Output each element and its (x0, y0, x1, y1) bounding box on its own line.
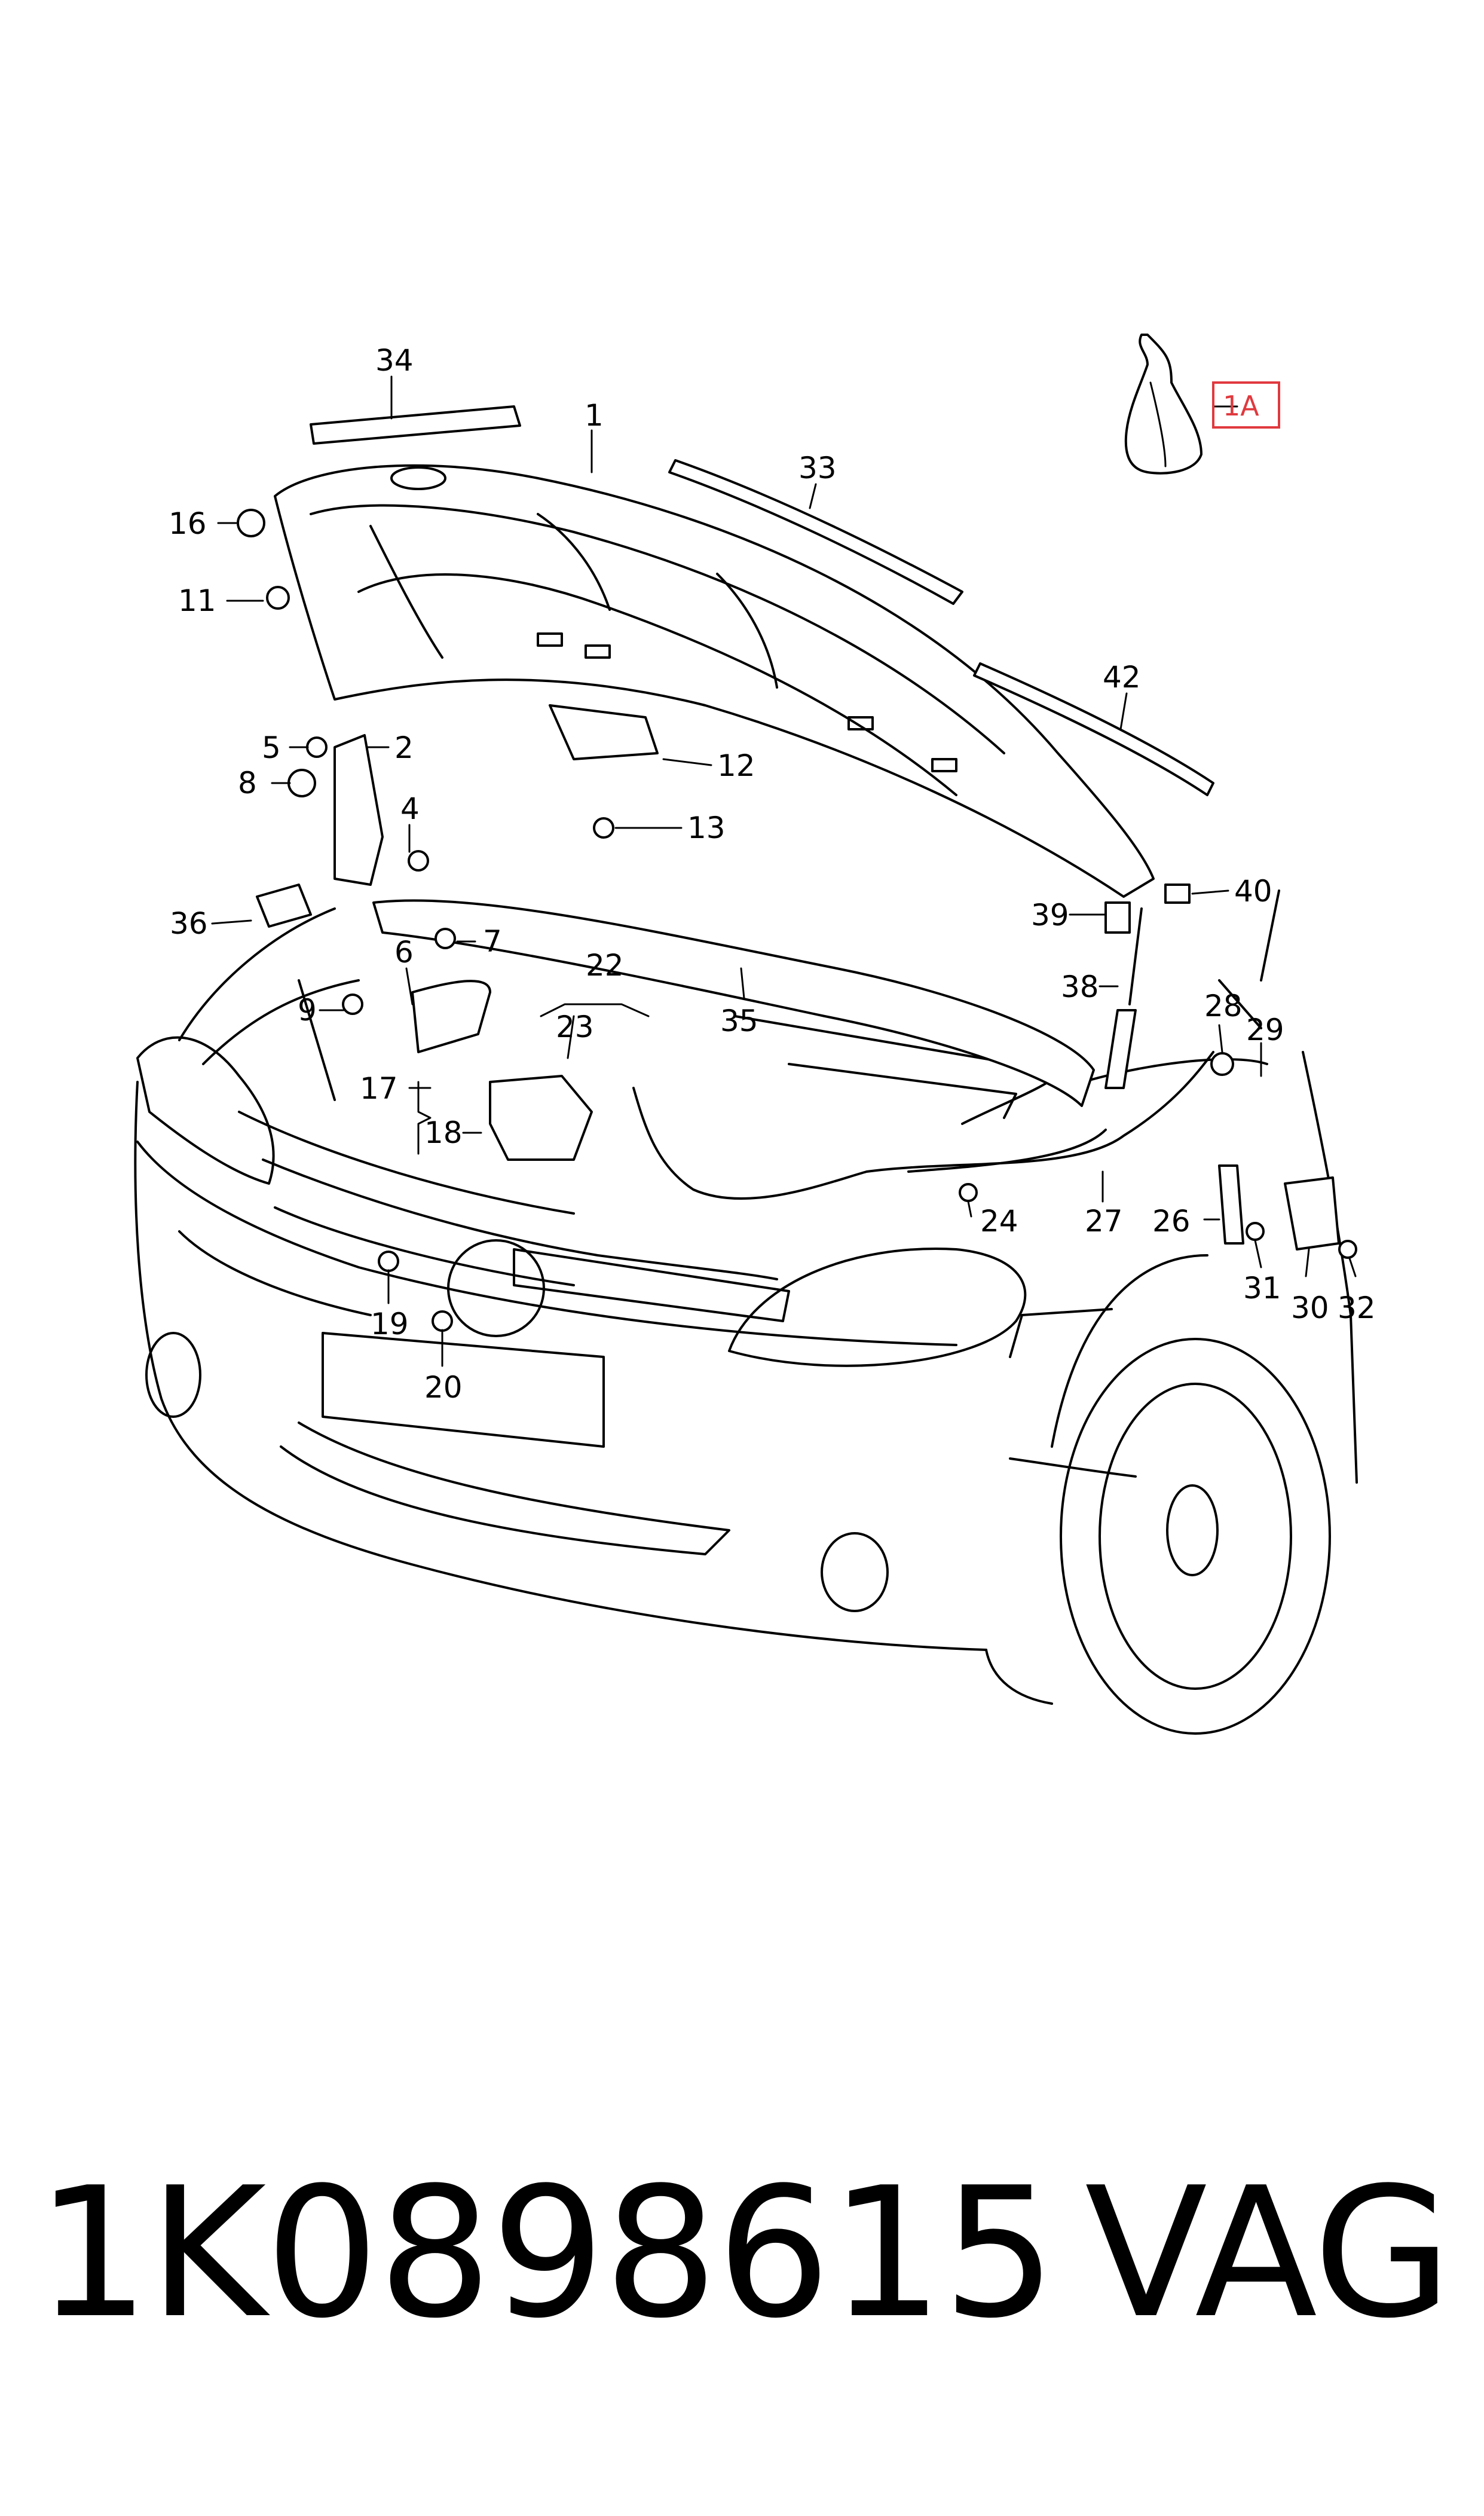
callout-1A-box (1212, 381, 1280, 429)
release-cable (632, 1051, 1214, 1200)
callout-20: 20 (424, 1370, 463, 1405)
callout-29: 29 (1246, 1013, 1284, 1047)
callout-34: 34 (375, 343, 414, 378)
callout-23: 23 (556, 1010, 594, 1044)
callout-22: 22 (586, 948, 624, 983)
callout-35: 35 (720, 1004, 758, 1038)
clip-32 (1338, 1240, 1357, 1259)
callout-30: 30 (1291, 1291, 1329, 1325)
footer: 1K0898615 VAG (0, 2128, 1484, 2367)
bolt-31 (1246, 1222, 1265, 1241)
brand-name: VAG (1085, 2149, 1452, 2358)
seal-strip-42 (973, 662, 1214, 796)
cable-holder-30 (1284, 1176, 1340, 1251)
callout-labels: 34 1 33 16 11 5 8 2 4 12 13 42 1A 36 7 6… (169, 343, 1376, 1405)
bolt-9 (342, 993, 363, 1015)
bracket-36 (256, 883, 312, 928)
buffer-8 (287, 769, 316, 797)
bag-1A (1124, 334, 1203, 475)
bracket-6 (411, 980, 491, 1053)
latch-17 (489, 1075, 593, 1161)
strut-mount-39 (1104, 901, 1131, 934)
hinge-2 (333, 734, 384, 886)
nut-7 (435, 928, 456, 949)
callout-28: 28 (1204, 989, 1243, 1023)
callout-38: 38 (1061, 970, 1099, 1004)
callout-33: 33 (798, 451, 837, 485)
clip-16 (237, 509, 265, 537)
callout-42: 42 (1103, 660, 1141, 695)
callout-13: 13 (687, 811, 726, 845)
part-number: 1K0898615 (36, 2149, 1057, 2358)
callout-31: 31 (1243, 1271, 1281, 1306)
clip-11 (266, 586, 290, 610)
gas-strut-38 (1128, 907, 1143, 1005)
callout-40: 40 (1234, 874, 1272, 909)
callout-1: 1 (585, 398, 604, 433)
callout-36: 36 (170, 906, 208, 941)
insulation-mat-35 (372, 899, 1095, 1107)
bolt-19 (378, 1251, 399, 1272)
callout-17: 17 (360, 1071, 398, 1106)
callout-7: 7 (483, 924, 502, 959)
seal-strip-33 (668, 459, 963, 605)
callout-16: 16 (169, 506, 207, 541)
callout-9: 9 (298, 993, 317, 1028)
callout-27: 27 (1085, 1204, 1123, 1239)
bolt-4 (408, 850, 429, 872)
callout-24: 24 (980, 1204, 1018, 1239)
leader-lines (211, 375, 1357, 1367)
seal-strip-34 (310, 405, 521, 445)
callout-2: 2 (394, 730, 414, 765)
clip-40 (1164, 883, 1191, 904)
callout-18: 18 (424, 1115, 463, 1150)
callout-12: 12 (717, 748, 755, 783)
hood-panel (274, 464, 1155, 898)
callout-26: 26 (1152, 1204, 1191, 1239)
handle-12 (549, 704, 659, 760)
callout-11: 11 (178, 583, 216, 618)
grommet-28 (1210, 1052, 1234, 1076)
callout-39: 39 (1031, 898, 1069, 933)
callout-8: 8 (238, 766, 257, 800)
bolt-13 (593, 817, 614, 839)
clip-24 (959, 1183, 978, 1202)
callout-6: 6 (394, 935, 414, 970)
callout-5: 5 (262, 730, 281, 765)
handle-26 (1218, 1164, 1244, 1245)
nut-5 (306, 736, 328, 758)
bolt-20 (432, 1310, 453, 1332)
callout-1A: 1A (1223, 390, 1259, 422)
callout-32: 32 (1338, 1291, 1376, 1325)
callout-19: 19 (371, 1307, 409, 1341)
gas-strut-38-body (1104, 1009, 1137, 1089)
callout-4: 4 (400, 791, 420, 826)
